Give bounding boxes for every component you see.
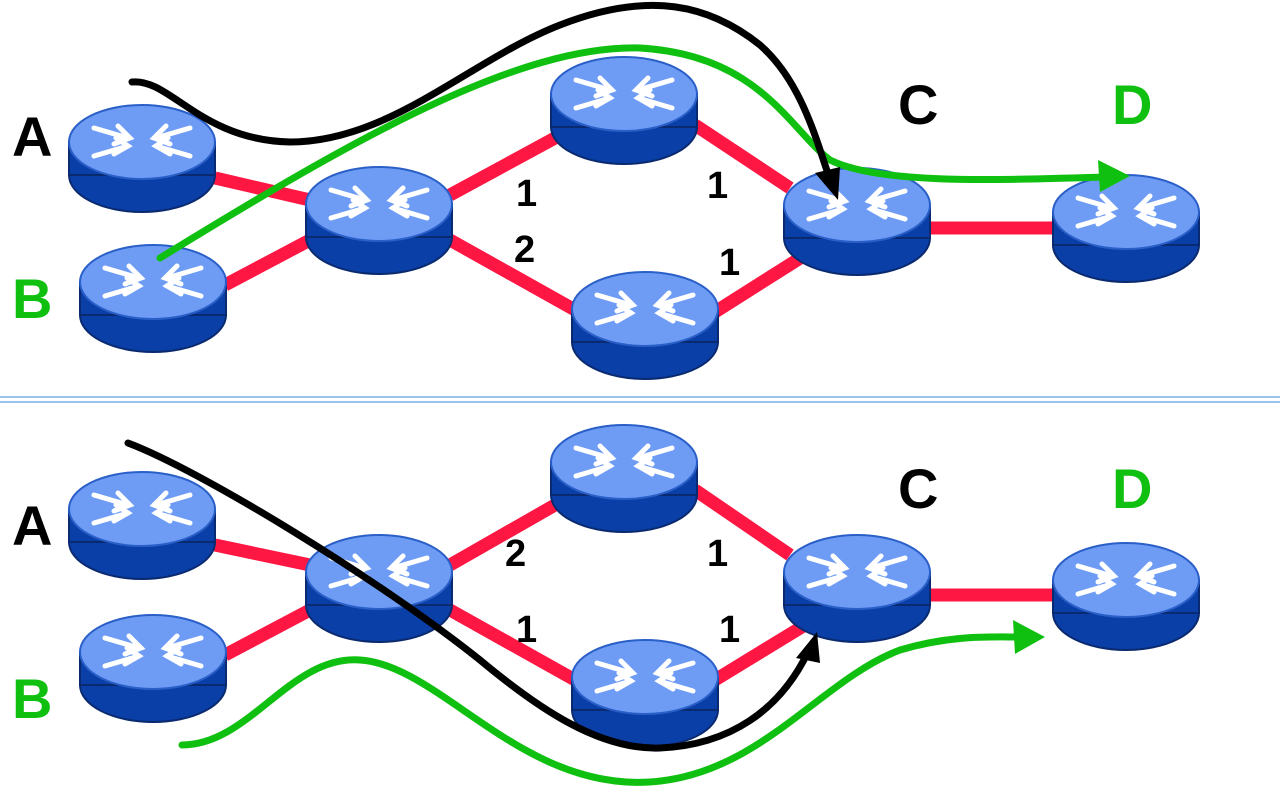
router-core-right-bottom <box>784 535 930 642</box>
links-bottom <box>213 484 1055 686</box>
label-d-top: D <box>1112 73 1152 136</box>
label-a-bottom: A <box>12 494 52 557</box>
label-a-top: A <box>12 105 52 168</box>
router-lower-mid-top <box>572 272 718 379</box>
router-a-top <box>69 105 215 212</box>
router-d-bottom <box>1053 543 1199 650</box>
router-d-top <box>1053 175 1199 282</box>
path-a-arrowhead-bottom <box>796 632 820 663</box>
metric-lower-right-bottom: 1 <box>719 609 740 651</box>
panel-divider <box>0 396 1280 403</box>
router-lower-mid-bottom <box>572 640 718 747</box>
metric-lower-left-top: 2 <box>514 229 535 271</box>
router-core-left-top <box>306 167 452 274</box>
metric-upper-left-bottom: 2 <box>505 533 526 575</box>
path-b-arrowhead-top <box>1098 160 1130 192</box>
metric-upper-left-top: 1 <box>516 173 537 215</box>
router-core-right-top <box>784 168 930 275</box>
label-b-bottom: B <box>12 667 52 730</box>
path-a-arrowhead-top <box>815 167 840 200</box>
metric-upper-right-top: 1 <box>707 165 728 207</box>
path-b-arrowhead-bottom <box>1013 620 1045 654</box>
metric-lower-left-bottom: 1 <box>516 609 537 651</box>
path-a-top <box>128 1 834 184</box>
panel-bottom: A B C D 2 1 1 1 <box>12 425 1199 786</box>
router-upper-mid-top <box>551 57 697 164</box>
path-b-top <box>156 44 1109 262</box>
router-b-top <box>80 245 226 352</box>
panel-top: A B C D 1 1 2 1 <box>12 1 1199 379</box>
links-top <box>213 119 1055 318</box>
label-c-top: C <box>898 73 938 136</box>
label-c-bottom: C <box>898 457 938 520</box>
label-d-bottom: D <box>1112 457 1152 520</box>
router-upper-mid-bottom <box>551 425 697 532</box>
path-b-bottom <box>178 633 1022 786</box>
router-a-bottom <box>69 472 215 579</box>
path-a-bottom <box>124 439 812 752</box>
router-b-bottom <box>80 615 226 722</box>
metric-lower-right-top: 1 <box>719 242 740 284</box>
label-b-top: B <box>12 267 52 330</box>
metric-upper-right-bottom: 1 <box>707 533 728 575</box>
